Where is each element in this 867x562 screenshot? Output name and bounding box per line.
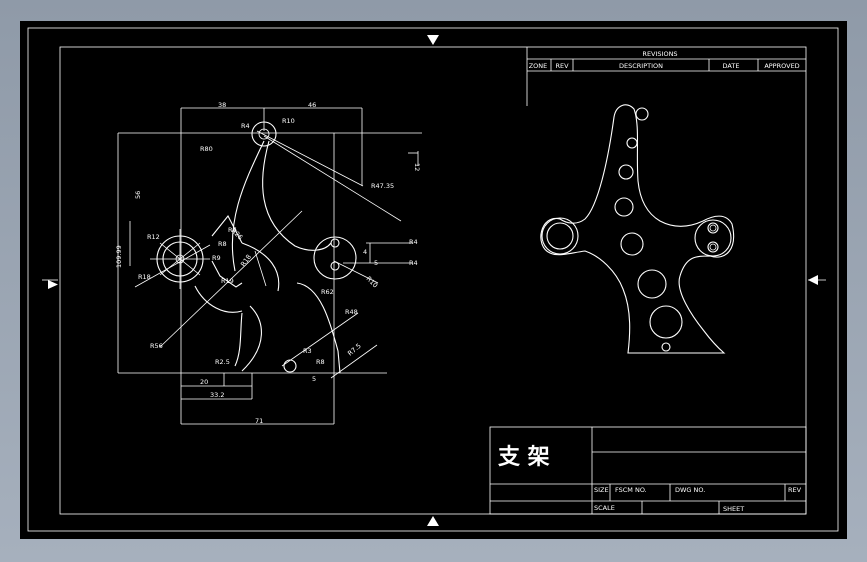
dim-r48: R48 xyxy=(345,308,358,316)
dim-20: 20 xyxy=(200,378,208,386)
dim-r56: R56 xyxy=(150,342,163,350)
dim-46: 46 xyxy=(308,101,316,109)
dim-r19: R19 xyxy=(221,277,234,285)
dim-r3: R3 xyxy=(303,347,312,355)
cad-drawing-viewport[interactable]: REVISIONS ZONE REV DESCRIPTION DATE APPR… xyxy=(20,21,847,539)
dimensioned-view: 38 46 R4 R10 12 R80 R47.35 56 109.99 R12… xyxy=(115,101,422,425)
left-center-arrow-icon xyxy=(48,280,58,289)
dim-56: 56 xyxy=(134,191,142,199)
sheet-label: SHEET xyxy=(723,505,744,513)
title-block: 支 架 SIZE FSCM NO. DWG NO. REV SCALE SHEE… xyxy=(489,426,807,515)
dim-r80: R80 xyxy=(200,145,213,153)
dim-r8: R8 xyxy=(218,240,227,248)
revisions-table: REVISIONS ZONE REV DESCRIPTION DATE APPR… xyxy=(526,47,806,106)
dwg-label: DWG NO. xyxy=(675,486,705,494)
dim-r26: R26 xyxy=(230,227,245,242)
rev-header-description: DESCRIPTION xyxy=(619,62,663,70)
dim-r18: R18 xyxy=(138,273,151,281)
dim-r2-5: R2.5 xyxy=(215,358,230,366)
dim-r7: R7 xyxy=(228,226,237,234)
outer-border xyxy=(27,27,839,532)
dim-38: 38 xyxy=(218,101,226,109)
part-outline-view xyxy=(540,104,734,354)
drawing-title: 支 架 xyxy=(498,444,550,470)
dim-5a: 5 xyxy=(374,259,378,267)
top-center-arrow-icon xyxy=(427,35,439,45)
dim-12: 12 xyxy=(413,163,421,171)
dim-71: 71 xyxy=(255,417,263,425)
size-label: SIZE xyxy=(594,486,609,494)
scale-label: SCALE xyxy=(594,504,615,512)
dim-r18b: R18 xyxy=(239,253,253,268)
rev-header-date: DATE xyxy=(723,62,740,70)
dim-r8b: R8 xyxy=(316,358,325,366)
rev-label: REV xyxy=(788,486,802,494)
rev-header-zone: ZONE xyxy=(529,62,548,70)
dim-109: 109.99 xyxy=(115,245,123,268)
dim-r9: R9 xyxy=(212,254,221,262)
dim-4a: 4 xyxy=(363,248,367,256)
dim-r10b: R10 xyxy=(365,275,380,290)
fscm-label: FSCM NO. xyxy=(615,486,647,494)
engineering-drawing: REVISIONS ZONE REV DESCRIPTION DATE APPR… xyxy=(27,27,839,532)
revisions-title: REVISIONS xyxy=(642,50,677,58)
dim-r4-mid: R4 xyxy=(409,238,418,246)
rev-header-rev: REV xyxy=(555,62,569,70)
dim-r62: R62 xyxy=(321,288,334,296)
inner-border xyxy=(59,46,807,515)
dim-r4-low: R4 xyxy=(409,259,418,267)
dim-33-2: 33.2 xyxy=(210,391,224,399)
dim-r4-top: R4 xyxy=(241,122,250,130)
bottom-center-arrow-icon xyxy=(427,516,439,526)
rev-header-approved: APPROVED xyxy=(764,62,799,70)
dim-r10: R10 xyxy=(282,117,295,125)
dim-5b: 5 xyxy=(312,375,316,383)
dim-r7-5: R7.5 xyxy=(346,342,363,358)
dim-r12: R12 xyxy=(147,233,160,241)
dim-r47: R47.35 xyxy=(371,182,394,190)
